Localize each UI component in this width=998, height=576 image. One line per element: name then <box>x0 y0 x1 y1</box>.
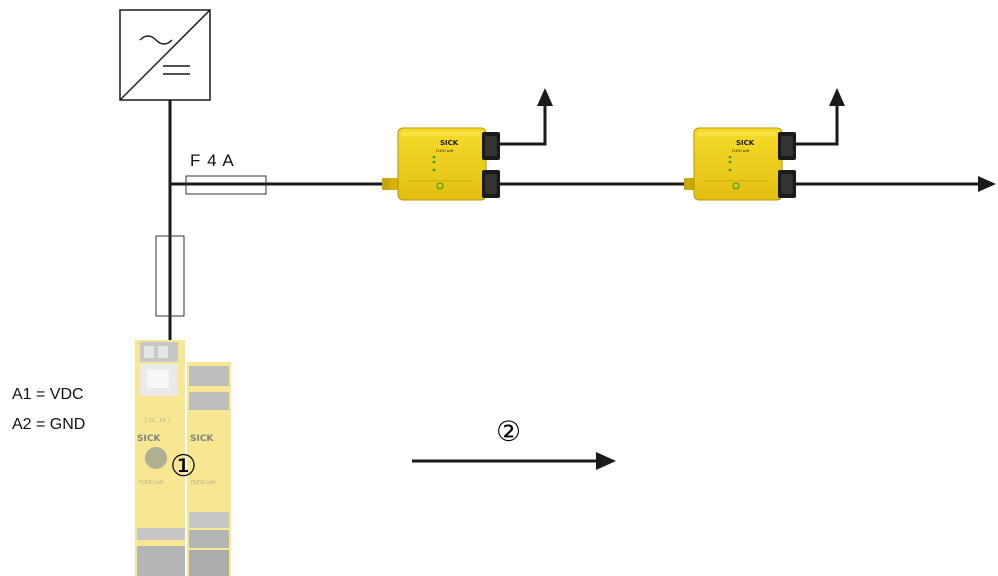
svg-text:[ 01…01 ]: [ 01…01 ] <box>145 418 170 424</box>
m12-connector-left <box>388 178 398 190</box>
callout-2: ② <box>496 415 521 448</box>
led-indicator-icon <box>436 182 444 190</box>
fuse-label: F 4 A <box>190 151 235 170</box>
module-housing <box>397 127 487 201</box>
branch-wire-2 <box>795 105 839 146</box>
status-led <box>728 168 732 172</box>
module-housing <box>693 127 783 201</box>
ac-symbol-icon <box>139 35 173 45</box>
branch-wire-1 <box>498 105 547 146</box>
terminal-label-a1: A1 = VDC <box>12 386 84 403</box>
sick-module-1: SICK FLEXI soft <box>382 127 500 201</box>
arrow-up-icon <box>537 88 553 106</box>
controller-io-brand: SICK <box>190 434 214 444</box>
led-indicator-icon <box>732 182 740 190</box>
wires <box>168 100 978 340</box>
arrow-right-icon <box>978 176 996 192</box>
sick-module-2: SICK FLEXI soft <box>684 127 796 201</box>
terminal-block-bottom <box>137 528 185 540</box>
module-brand: SICK <box>736 139 755 147</box>
power-supply-diagonal <box>119 9 211 101</box>
svg-text:FLEXI soft: FLEXI soft <box>191 480 216 486</box>
terminal-block-bottom <box>189 512 229 528</box>
m12-connector-left <box>684 178 694 190</box>
svg-text:FLEXI soft: FLEXI soft <box>139 480 164 486</box>
status-led <box>432 155 436 159</box>
controller-dial-icon <box>145 447 167 469</box>
module-name: FLEXI soft <box>436 149 454 153</box>
power-supply <box>119 9 211 101</box>
callout-1: ① <box>170 449 197 484</box>
status-led <box>728 155 732 159</box>
vertical-fuse-body <box>155 235 185 317</box>
arrow-up-icon <box>829 88 845 106</box>
terminal-label-a2: A2 = GND <box>12 416 85 433</box>
status-led <box>432 160 436 164</box>
fuse-body <box>185 175 267 195</box>
module-brand: SICK <box>440 139 459 147</box>
terminal-block-top <box>189 366 229 386</box>
module-name: FLEXI soft <box>732 149 750 153</box>
controller-brand: SICK <box>137 434 161 444</box>
fuse: F 4 A <box>185 151 267 195</box>
status-led <box>432 168 436 172</box>
arrow-right-icon <box>596 452 616 470</box>
safety-controller: [ 01…01 ] SICK FLEXI soft SICK FLEXI sof… <box>135 340 231 576</box>
status-led <box>728 160 732 164</box>
